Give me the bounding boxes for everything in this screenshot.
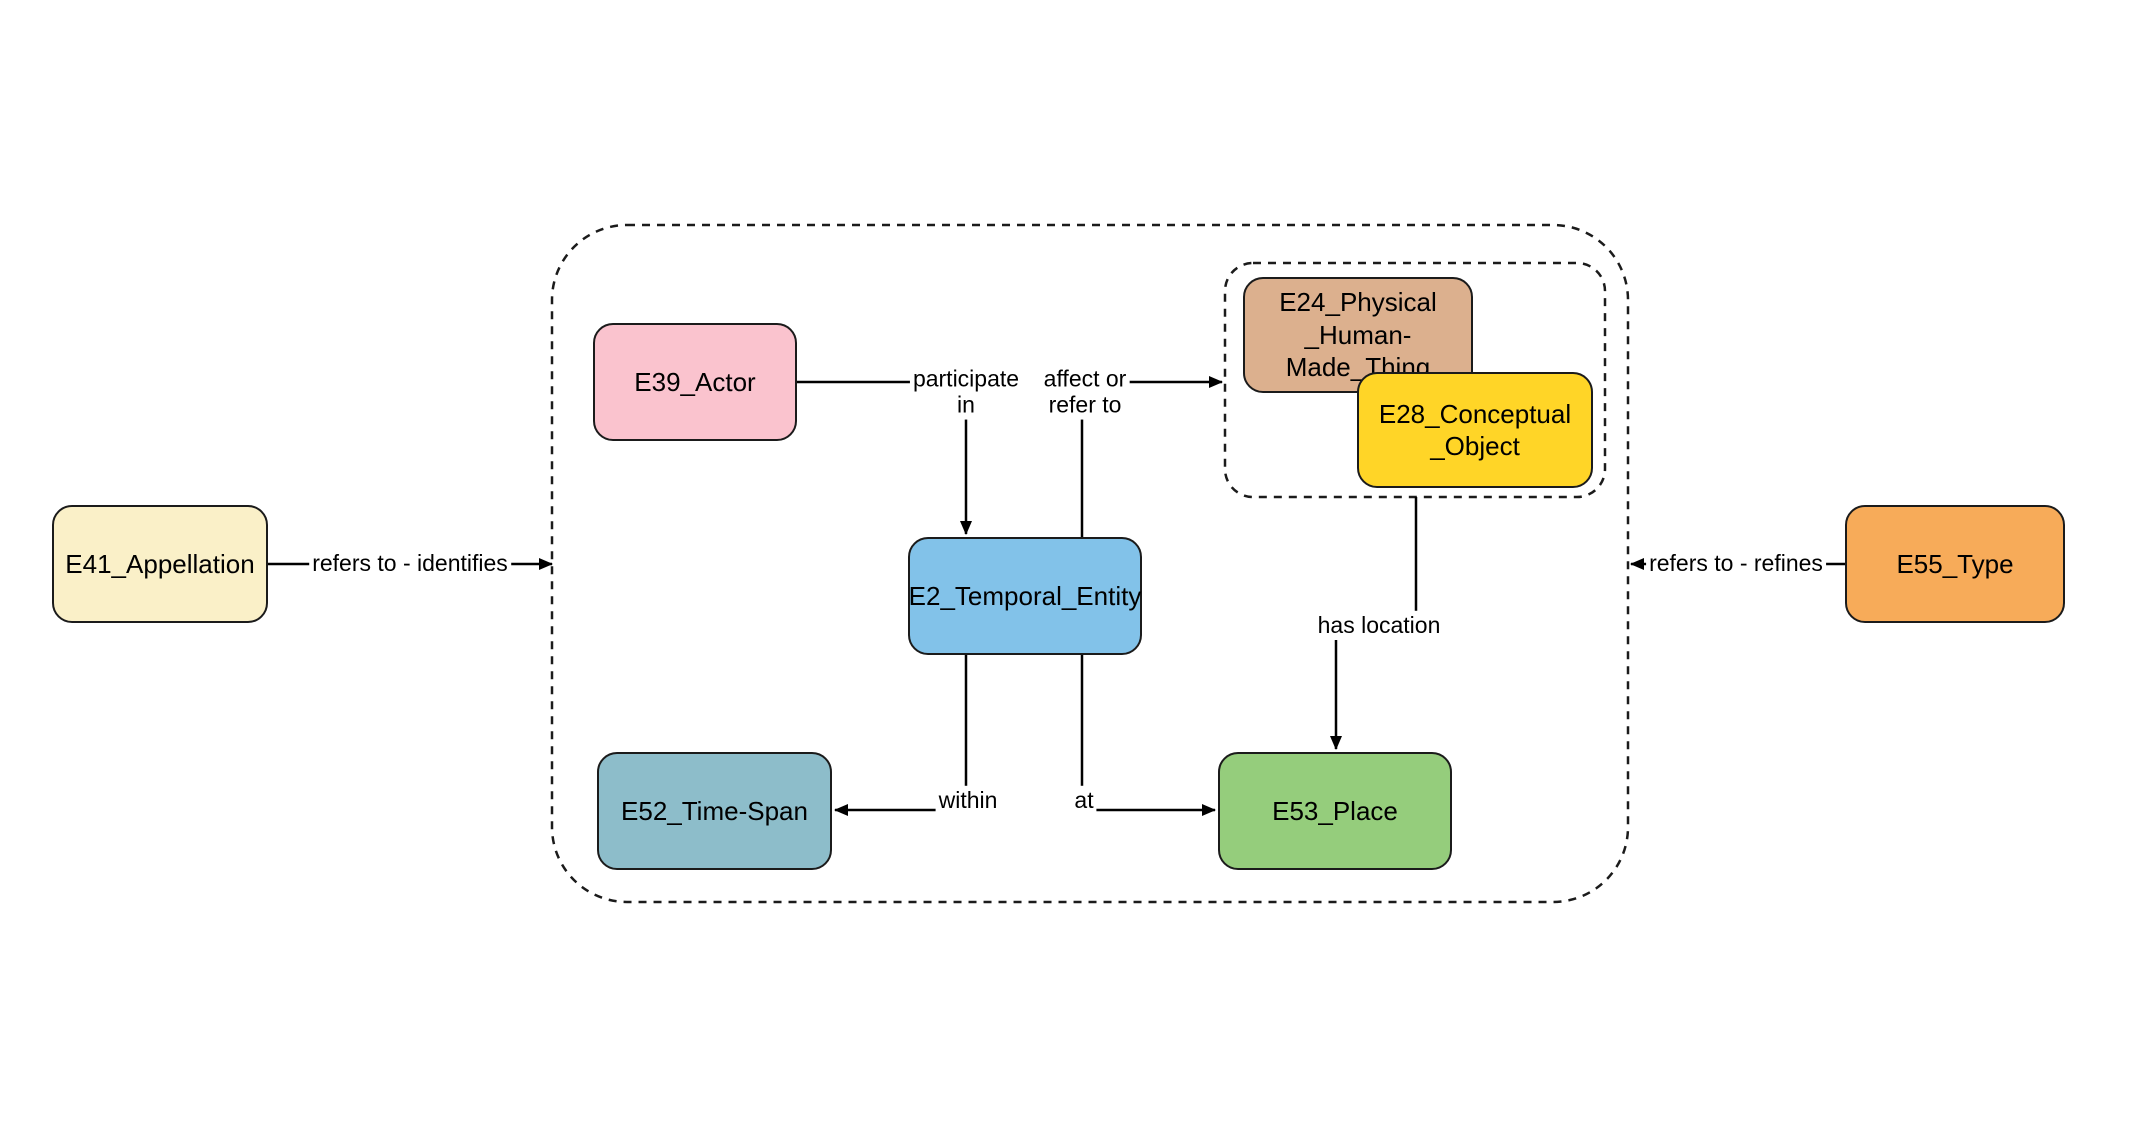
node-e28-conceptual-object: E28_Conceptual _Object <box>1357 372 1593 488</box>
edge-label-has-location: has location <box>1314 610 1444 640</box>
edge-label-refers-identifies: refers to - identifies <box>309 548 511 578</box>
node-e53-place: E53_Place <box>1218 752 1452 870</box>
edge-label-refers-refines: refers to - refines <box>1646 548 1826 578</box>
outer-group-boundary <box>550 223 1630 904</box>
edge-label-affect-refer: affect or refer to <box>1040 364 1130 420</box>
edge-at-line <box>1080 655 1216 816</box>
edge-label-at: at <box>1071 785 1097 815</box>
edge-label-within: within <box>935 785 1001 815</box>
node-e39-actor: E39_Actor <box>593 323 797 441</box>
node-e52-time-span: E52_Time-Span <box>597 752 832 870</box>
node-e41-appellation: E41_Appellation <box>52 505 268 623</box>
node-e55-type: E55_Type <box>1845 505 2065 623</box>
node-e24-physical-human-made-thing: E24_Physical _Human-Made_Thing <box>1243 277 1473 393</box>
node-e2-temporal-entity: E2_Temporal_Entity <box>908 537 1142 655</box>
edge-label-participate-in: participate in <box>909 364 1023 420</box>
